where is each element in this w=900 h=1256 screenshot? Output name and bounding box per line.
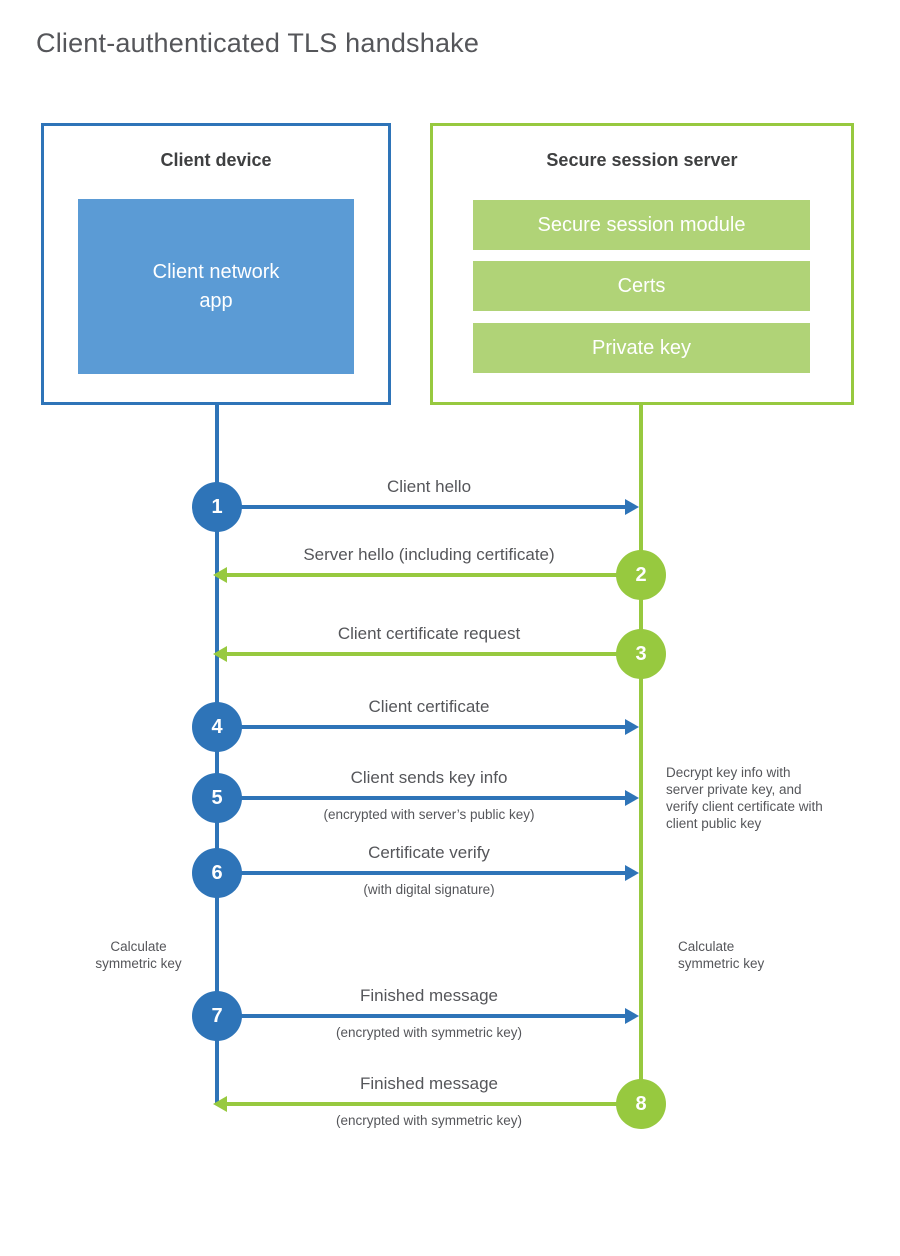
step-4-label: Client certificate — [368, 697, 490, 716]
client-network-app-label: Client network app — [152, 260, 280, 312]
client-network-app-box: Client network app — [78, 199, 354, 374]
module-bar-certs: Certs — [473, 261, 810, 311]
step-number: 7 — [211, 1004, 223, 1027]
step-2-arrow — [227, 573, 641, 577]
step-6-arrow — [217, 871, 625, 875]
module-bar-label: Secure session module — [537, 213, 746, 236]
step-3-label: Client certificate request — [337, 624, 521, 643]
arrowhead-left-icon — [213, 567, 227, 583]
module-bar-private-key: Private key — [473, 323, 810, 373]
step-1-label: Client hello — [386, 477, 472, 496]
step-6-label: Certificate verify — [368, 843, 490, 862]
module-bar-secure-session-module: Secure session module — [473, 200, 810, 250]
step-6-sublabel: (with digital signature) — [363, 882, 495, 897]
module-bar-label: Certs — [617, 274, 666, 297]
step-7-label: Finished message — [360, 986, 498, 1005]
page-title: Client-authenticated TLS handshake — [36, 28, 480, 58]
arrowhead-left-icon — [213, 646, 227, 662]
step-number: 4 — [211, 715, 223, 738]
step-5-label: Client sends key info — [350, 768, 508, 787]
step-number: 5 — [211, 786, 223, 809]
step-8-sublabel: (encrypted with symmetric key) — [335, 1113, 523, 1128]
step-6-circle: 6 — [192, 848, 242, 898]
step-number: 6 — [211, 861, 223, 884]
step-number: 2 — [635, 563, 647, 586]
step-4-circle: 4 — [192, 702, 242, 752]
step-3-arrow — [227, 652, 641, 656]
client-lifeline — [215, 404, 219, 1105]
arrowhead-right-icon — [625, 865, 639, 881]
secure-session-server-title: Secure session server — [546, 150, 738, 170]
step-2-label: Server hello (including certificate) — [303, 545, 555, 564]
arrowhead-right-icon — [625, 1008, 639, 1024]
step-7-sublabel: (encrypted with symmetric key) — [335, 1025, 523, 1040]
step-8-arrow — [227, 1102, 641, 1106]
step-5-arrow — [217, 796, 625, 800]
step-7-circle: 7 — [192, 991, 242, 1041]
step-number: 3 — [635, 642, 647, 665]
arrowhead-left-icon — [213, 1096, 227, 1112]
module-bar-label: Private key — [592, 336, 691, 359]
step-5-sublabel: (encrypted with server’s public key) — [323, 807, 535, 822]
server-calculate-note: Calculate symmetric key — [678, 939, 765, 971]
step-5-circle: 5 — [192, 773, 242, 823]
server-decrypt-note: Decrypt key info with server private key… — [666, 765, 823, 831]
client-device-title: Client device — [160, 150, 272, 170]
step-1-circle: 1 — [192, 482, 242, 532]
step-4-arrow — [217, 725, 625, 729]
step-1-arrow — [217, 505, 625, 509]
step-8-circle: 8 — [616, 1079, 666, 1129]
step-7-arrow — [217, 1014, 625, 1018]
step-number: 8 — [635, 1092, 647, 1115]
arrowhead-right-icon — [625, 790, 639, 806]
client-calculate-note: Calculate symmetric key — [95, 939, 182, 971]
step-8-label: Finished message — [360, 1074, 498, 1093]
step-number: 1 — [211, 495, 223, 518]
step-3-circle: 3 — [616, 629, 666, 679]
arrowhead-right-icon — [625, 499, 639, 515]
arrowhead-right-icon — [625, 719, 639, 735]
step-2-circle: 2 — [616, 550, 666, 600]
server-lifeline — [639, 404, 643, 1114]
